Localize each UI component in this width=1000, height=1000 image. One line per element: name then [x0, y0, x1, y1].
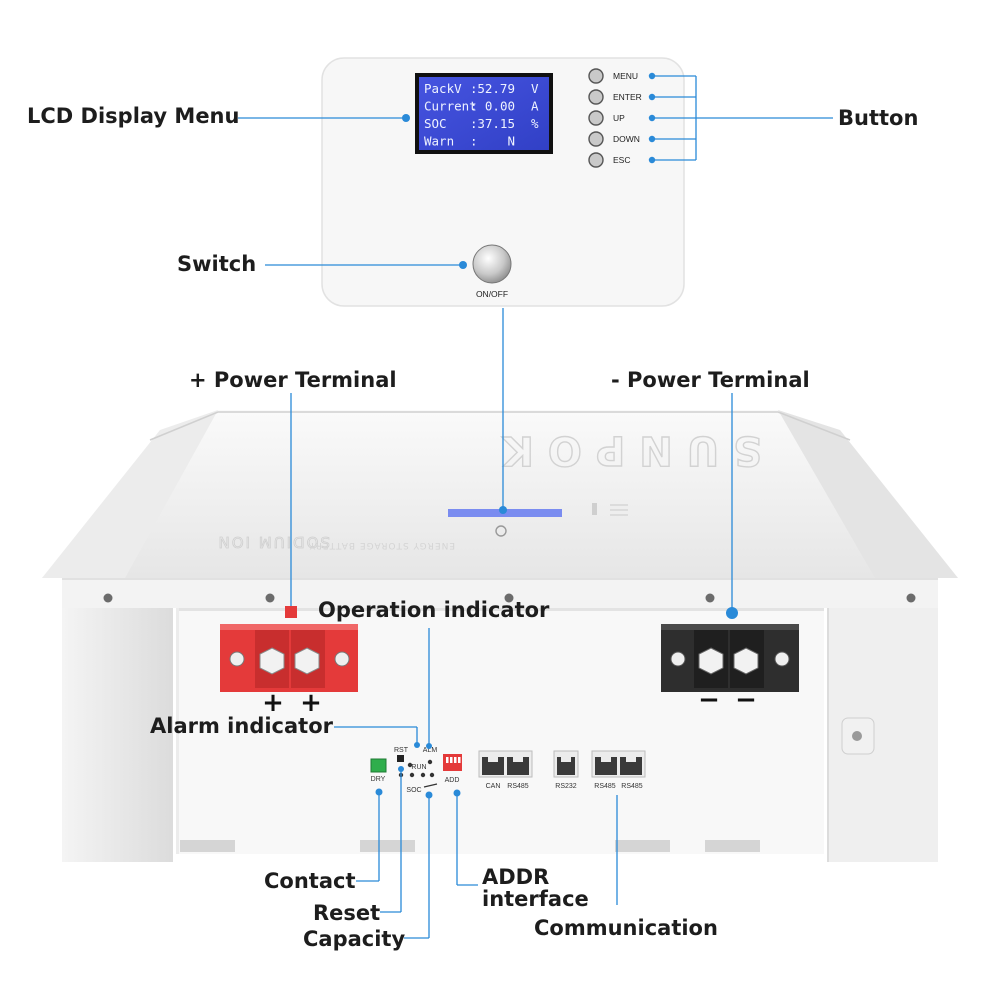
callout-communication: Communication	[534, 916, 718, 940]
panel-button-label: ENTER	[613, 92, 642, 102]
dry-contact-port[interactable]	[370, 758, 387, 773]
label-dry: DRY	[371, 776, 386, 783]
callout-lcd-display-menu: LCD Display Menu	[27, 104, 240, 128]
callout-positive-terminal: + Power Terminal	[189, 368, 397, 392]
positive-sign-1: +	[262, 688, 284, 718]
lcd-row-sep: :	[470, 99, 478, 114]
lcd-row-sep: :	[470, 116, 478, 131]
panel-button-label: DOWN	[613, 134, 640, 144]
lcd-row-label: Warn	[424, 134, 454, 149]
battery-model-line2: ENERGY STORAGE BATTERY	[309, 540, 455, 550]
label-rs485-c: RS485	[621, 783, 643, 790]
panel-button-label: UP	[613, 113, 625, 123]
lcd-row-value: 37.15	[477, 116, 515, 131]
lcd-row-value: N	[507, 134, 515, 149]
label-rs232: RS232	[555, 783, 577, 790]
callout-capacity: Capacity	[303, 927, 406, 951]
panel-button-label: ESC	[613, 155, 630, 165]
negative-terminal: − −	[661, 624, 799, 715]
panel-button-label: MENU	[613, 71, 638, 81]
label-rs485-b: RS485	[594, 783, 616, 790]
lcd-row-label: PackV	[424, 81, 462, 96]
lcd-row-label: Current	[424, 99, 477, 114]
rs485-port-c[interactable]	[620, 757, 642, 775]
label-add: ADD	[445, 777, 460, 784]
label-soc: SOC	[406, 787, 421, 794]
panel-button-menu[interactable]	[588, 68, 604, 84]
rs485-port-a[interactable]	[507, 757, 529, 775]
callout-button: Button	[838, 106, 919, 130]
callout-alarm-indicator: Alarm indicator	[150, 714, 333, 738]
can-port[interactable]	[482, 757, 504, 775]
run-led	[407, 762, 413, 768]
label-alm: ALM	[423, 747, 438, 754]
negative-sign-1: −	[698, 685, 720, 715]
label-can: CAN	[486, 783, 501, 790]
lcd-row-sep: :	[470, 134, 478, 149]
lcd-row-label: SOC	[424, 116, 447, 131]
rs485-port-b[interactable]	[595, 757, 617, 775]
label-rst: RST	[394, 747, 409, 754]
lcd-row-unit: %	[531, 116, 539, 131]
switch-label: ON/OFF	[476, 289, 508, 299]
panel-button-esc[interactable]	[588, 152, 604, 168]
power-switch[interactable]	[472, 244, 512, 284]
callout-reset: Reset	[313, 901, 381, 925]
label-rs485-a: RS485	[507, 783, 529, 790]
callout-negative-terminal: - Power Terminal	[611, 368, 810, 392]
callout-contact: Contact	[264, 869, 356, 893]
lcd-row-value: 0.00	[485, 99, 515, 114]
label-run: RUN	[411, 764, 426, 771]
reset-button[interactable]	[397, 755, 404, 762]
control-strip: DRY RST ALM RUN SOC ADD CAN RS485 RS232	[370, 747, 646, 794]
positive-sign-2: +	[300, 688, 322, 718]
callout-switch: Switch	[177, 252, 257, 276]
battery-model-line1: SODIUM ION	[217, 533, 330, 551]
negative-sign-2: −	[735, 685, 757, 715]
callout-dots	[375, 72, 656, 799]
alm-led	[427, 759, 433, 765]
battery-body: SUNPOK SODIUM ION ENERGY STORAGE BATTERY	[42, 410, 958, 862]
panel-button-down[interactable]	[588, 131, 604, 147]
terminal-markers	[285, 606, 738, 619]
callout-operation-indicator: Operation indicator	[318, 598, 550, 622]
lcd-row-sep: :	[470, 81, 478, 96]
panel-button-enter[interactable]	[588, 89, 604, 105]
positive-terminal: + +	[220, 624, 358, 718]
lcd-row-value: 52.79	[477, 81, 515, 96]
lcd-row-unit: A	[531, 99, 539, 114]
callout-addr-interface: ADDR interface	[482, 865, 589, 911]
callout-lines	[238, 75, 833, 939]
panel-button-up[interactable]	[588, 110, 604, 126]
lcd-row-unit: V	[531, 81, 539, 96]
battery-brand: SUNPOK	[489, 427, 762, 473]
